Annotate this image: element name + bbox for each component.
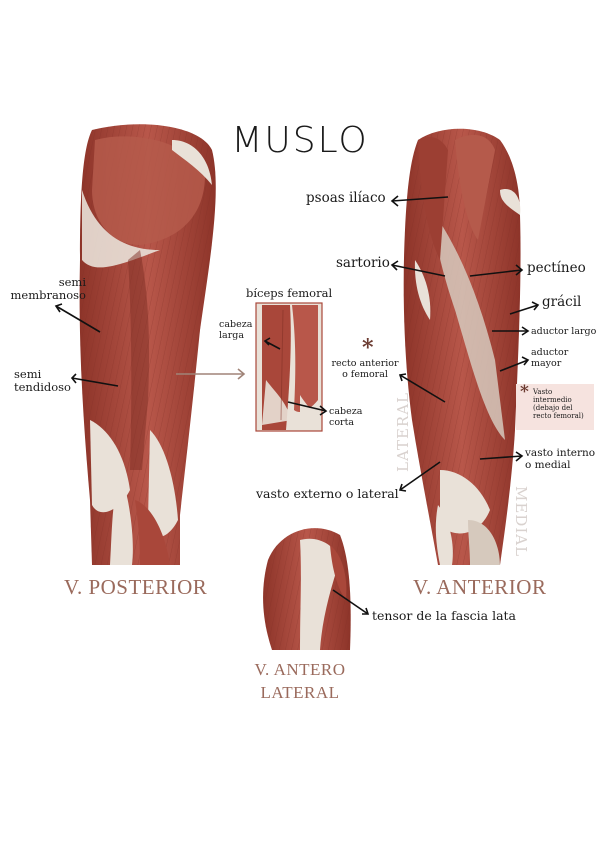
label-cabeza-larga: cabeza larga xyxy=(219,319,252,341)
label-aductor-mayor-line2: mayor xyxy=(531,358,568,369)
label-aductor-mayor: aductor mayor xyxy=(531,347,568,369)
biceps-inset-illustration xyxy=(256,303,322,431)
page-title: MUSLO xyxy=(0,120,600,161)
caption-posterior-view: V. POSTERIOR xyxy=(64,575,207,600)
posterior-thigh-illustration xyxy=(80,124,216,565)
vasto-intermedio-note: * Vasto intermedio (debajo del recto fem… xyxy=(516,384,594,430)
label-semimembranoso-line2: membranoso xyxy=(8,289,86,302)
label-vasto-interno-line2: o medial xyxy=(525,459,595,471)
label-psoas-iliaco: psoas ilíaco xyxy=(306,192,386,205)
label-recto-anterior-line1: recto anterior xyxy=(328,358,402,369)
label-cabeza-corta-line1: cabeza xyxy=(329,406,362,417)
label-aductor-mayor-line1: aductor xyxy=(531,347,568,358)
note-line2: intermedio xyxy=(533,396,584,404)
label-cabeza-corta-line2: corta xyxy=(329,417,362,428)
label-sartorio: sartorio xyxy=(336,257,390,270)
caption-anterior-view: V. ANTERIOR xyxy=(413,575,546,600)
label-recto-anterior: recto anterior o femoral xyxy=(328,358,402,380)
caption-anterolateral-line2: LATERAL xyxy=(250,681,350,704)
label-biceps-femoral: bíceps femoral xyxy=(246,287,332,300)
label-aductor-largo: aductor largo xyxy=(531,326,596,337)
asterisk-note: * xyxy=(520,384,529,400)
label-cabeza-larga-line2: larga xyxy=(219,330,252,341)
label-tensor-fascia-lata: tensor de la fascia lata xyxy=(372,609,516,622)
note-line4: recto femoral) xyxy=(533,412,584,420)
label-semitendinoso: semi tendidoso xyxy=(14,368,71,394)
label-vasto-interno: vasto interno o medial xyxy=(525,447,595,471)
note-line3: (debajo del xyxy=(533,404,584,412)
label-cabeza-larga-line1: cabeza xyxy=(219,319,252,330)
label-gracil: grácil xyxy=(542,296,581,309)
note-line1: Vasto xyxy=(533,388,584,396)
label-vasto-interno-line1: vasto interno xyxy=(525,447,595,459)
label-pectineo: pectíneo xyxy=(527,262,586,275)
label-semitendinoso-line2: tendidoso xyxy=(14,381,71,394)
label-recto-anterior-line2: o femoral xyxy=(328,369,402,380)
anterior-thigh-illustration xyxy=(404,129,521,565)
label-cabeza-corta: cabeza corta xyxy=(329,406,362,428)
orientation-medial: MEDIAL xyxy=(512,486,530,557)
note-text: Vasto intermedio (debajo del recto femor… xyxy=(533,388,584,420)
anterolateral-thigh-illustration xyxy=(263,528,351,650)
caption-anterolateral-line1: V. ANTERO xyxy=(250,658,350,681)
label-vasto-externo: vasto externo o lateral xyxy=(256,487,399,500)
orientation-lateral: LATERAL xyxy=(394,392,412,472)
asterisk-recto: * xyxy=(362,340,374,356)
caption-anterolateral-view: V. ANTERO LATERAL xyxy=(250,658,350,704)
label-semimembranoso: semi membranoso xyxy=(8,276,86,302)
